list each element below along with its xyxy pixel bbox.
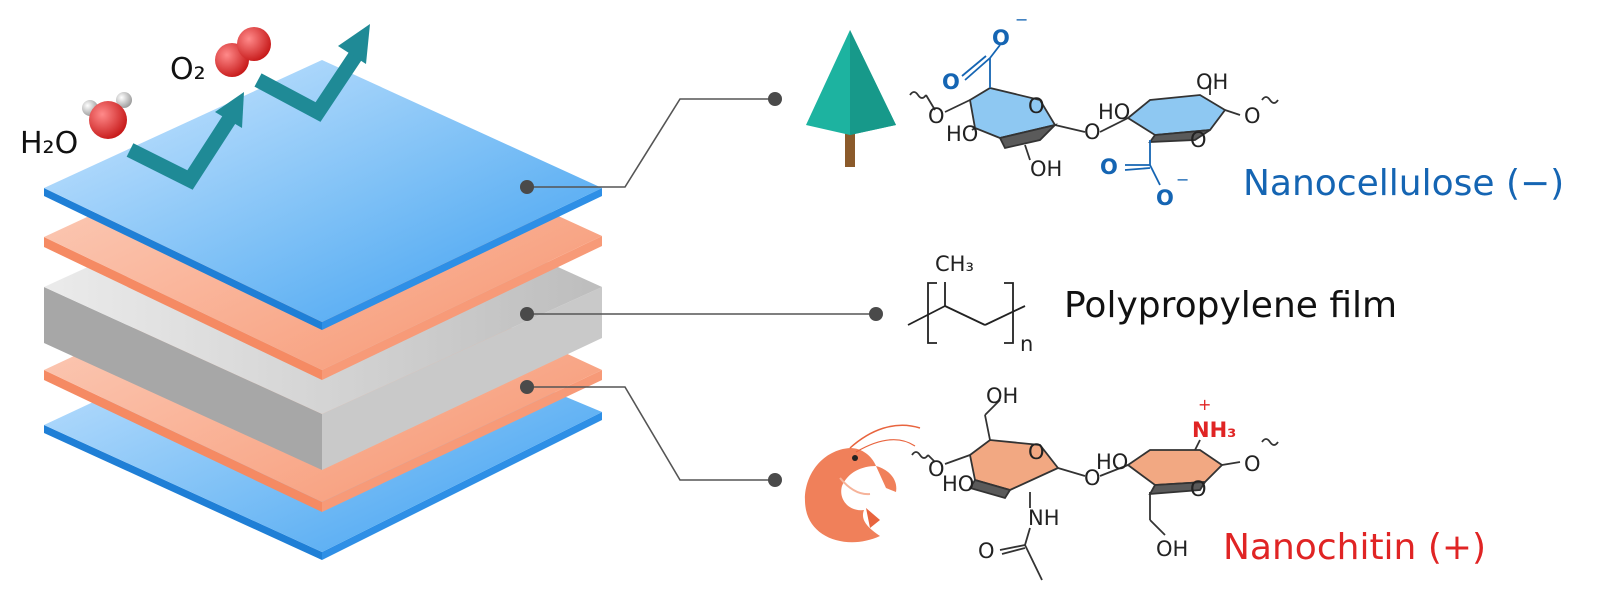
chitin-structure — [911, 399, 1279, 581]
chitin-o-left: O — [928, 457, 945, 481]
cellulose-o-left: O — [928, 104, 945, 128]
permeation-arrow-1 — [126, 92, 244, 190]
callout-lines — [527, 98, 876, 481]
nanocellulose-label: Nanocellulose (−) — [1243, 163, 1565, 204]
cellulose-oh-bottom: OH — [1030, 157, 1063, 181]
cellulose-ring-o2: O — [1190, 128, 1207, 152]
layer-stack — [44, 60, 602, 560]
chitin-nh: NH — [1028, 506, 1060, 530]
chitin-oh-top: OH — [986, 384, 1019, 408]
cellulose-o-link: O — [1084, 120, 1101, 144]
cellulose-o-right: O — [1244, 104, 1261, 128]
top-nanocellulose-layer — [44, 60, 602, 330]
chitin-oh-bottom: OH — [1156, 537, 1189, 561]
cellulose-o-double-top: O — [942, 70, 960, 94]
polypropylene-label: Polypropylene film — [1064, 285, 1398, 326]
chitin-o-right: O — [1244, 452, 1261, 476]
cellulose-ring-o1: O — [1028, 94, 1045, 118]
chitin-ring-o1: O — [1028, 440, 1045, 464]
callout-dots — [520, 92, 883, 487]
cellulose-o-minus-bottom: O — [1156, 186, 1174, 210]
oxygen-label: O₂ — [170, 52, 206, 87]
chitin-ring-o2: O — [1190, 477, 1207, 501]
cellulose-ho-left: HO — [946, 122, 979, 146]
chitin-nh3: NH₃ — [1192, 418, 1237, 442]
pp-n: n — [1020, 332, 1034, 356]
cellulose-o-double-bottom: O — [1100, 155, 1118, 179]
nanochitin-label: Nanochitin (+) — [1223, 527, 1487, 568]
chitin-o-carbonyl: O — [978, 539, 995, 563]
pp-ch3: CH₃ — [935, 252, 974, 276]
chitin-ho-right: HO — [1096, 450, 1129, 474]
chitin-ho-left: HO — [942, 472, 975, 496]
cellulose-structure — [909, 44, 1279, 186]
cellulose-o-minus-top: O — [992, 26, 1010, 50]
cellulose-charge-bottom: − — [1176, 170, 1190, 189]
permeation-arrow-2 — [254, 24, 370, 122]
cellulose-ho-right: HO — [1098, 100, 1131, 124]
cellulose-oh-top-right: OH — [1196, 70, 1229, 94]
chitin-charge-plus: + — [1198, 395, 1212, 414]
tree-icon — [806, 30, 896, 167]
shrimp-icon — [804, 424, 921, 543]
oxygen-molecule — [215, 27, 271, 77]
water-molecule — [82, 92, 132, 139]
polypropylene-structure — [907, 282, 1026, 344]
chitin-o-link: O — [1084, 466, 1101, 490]
cellulose-charge-top: − — [1015, 10, 1029, 29]
water-label: H₂O — [20, 126, 79, 161]
